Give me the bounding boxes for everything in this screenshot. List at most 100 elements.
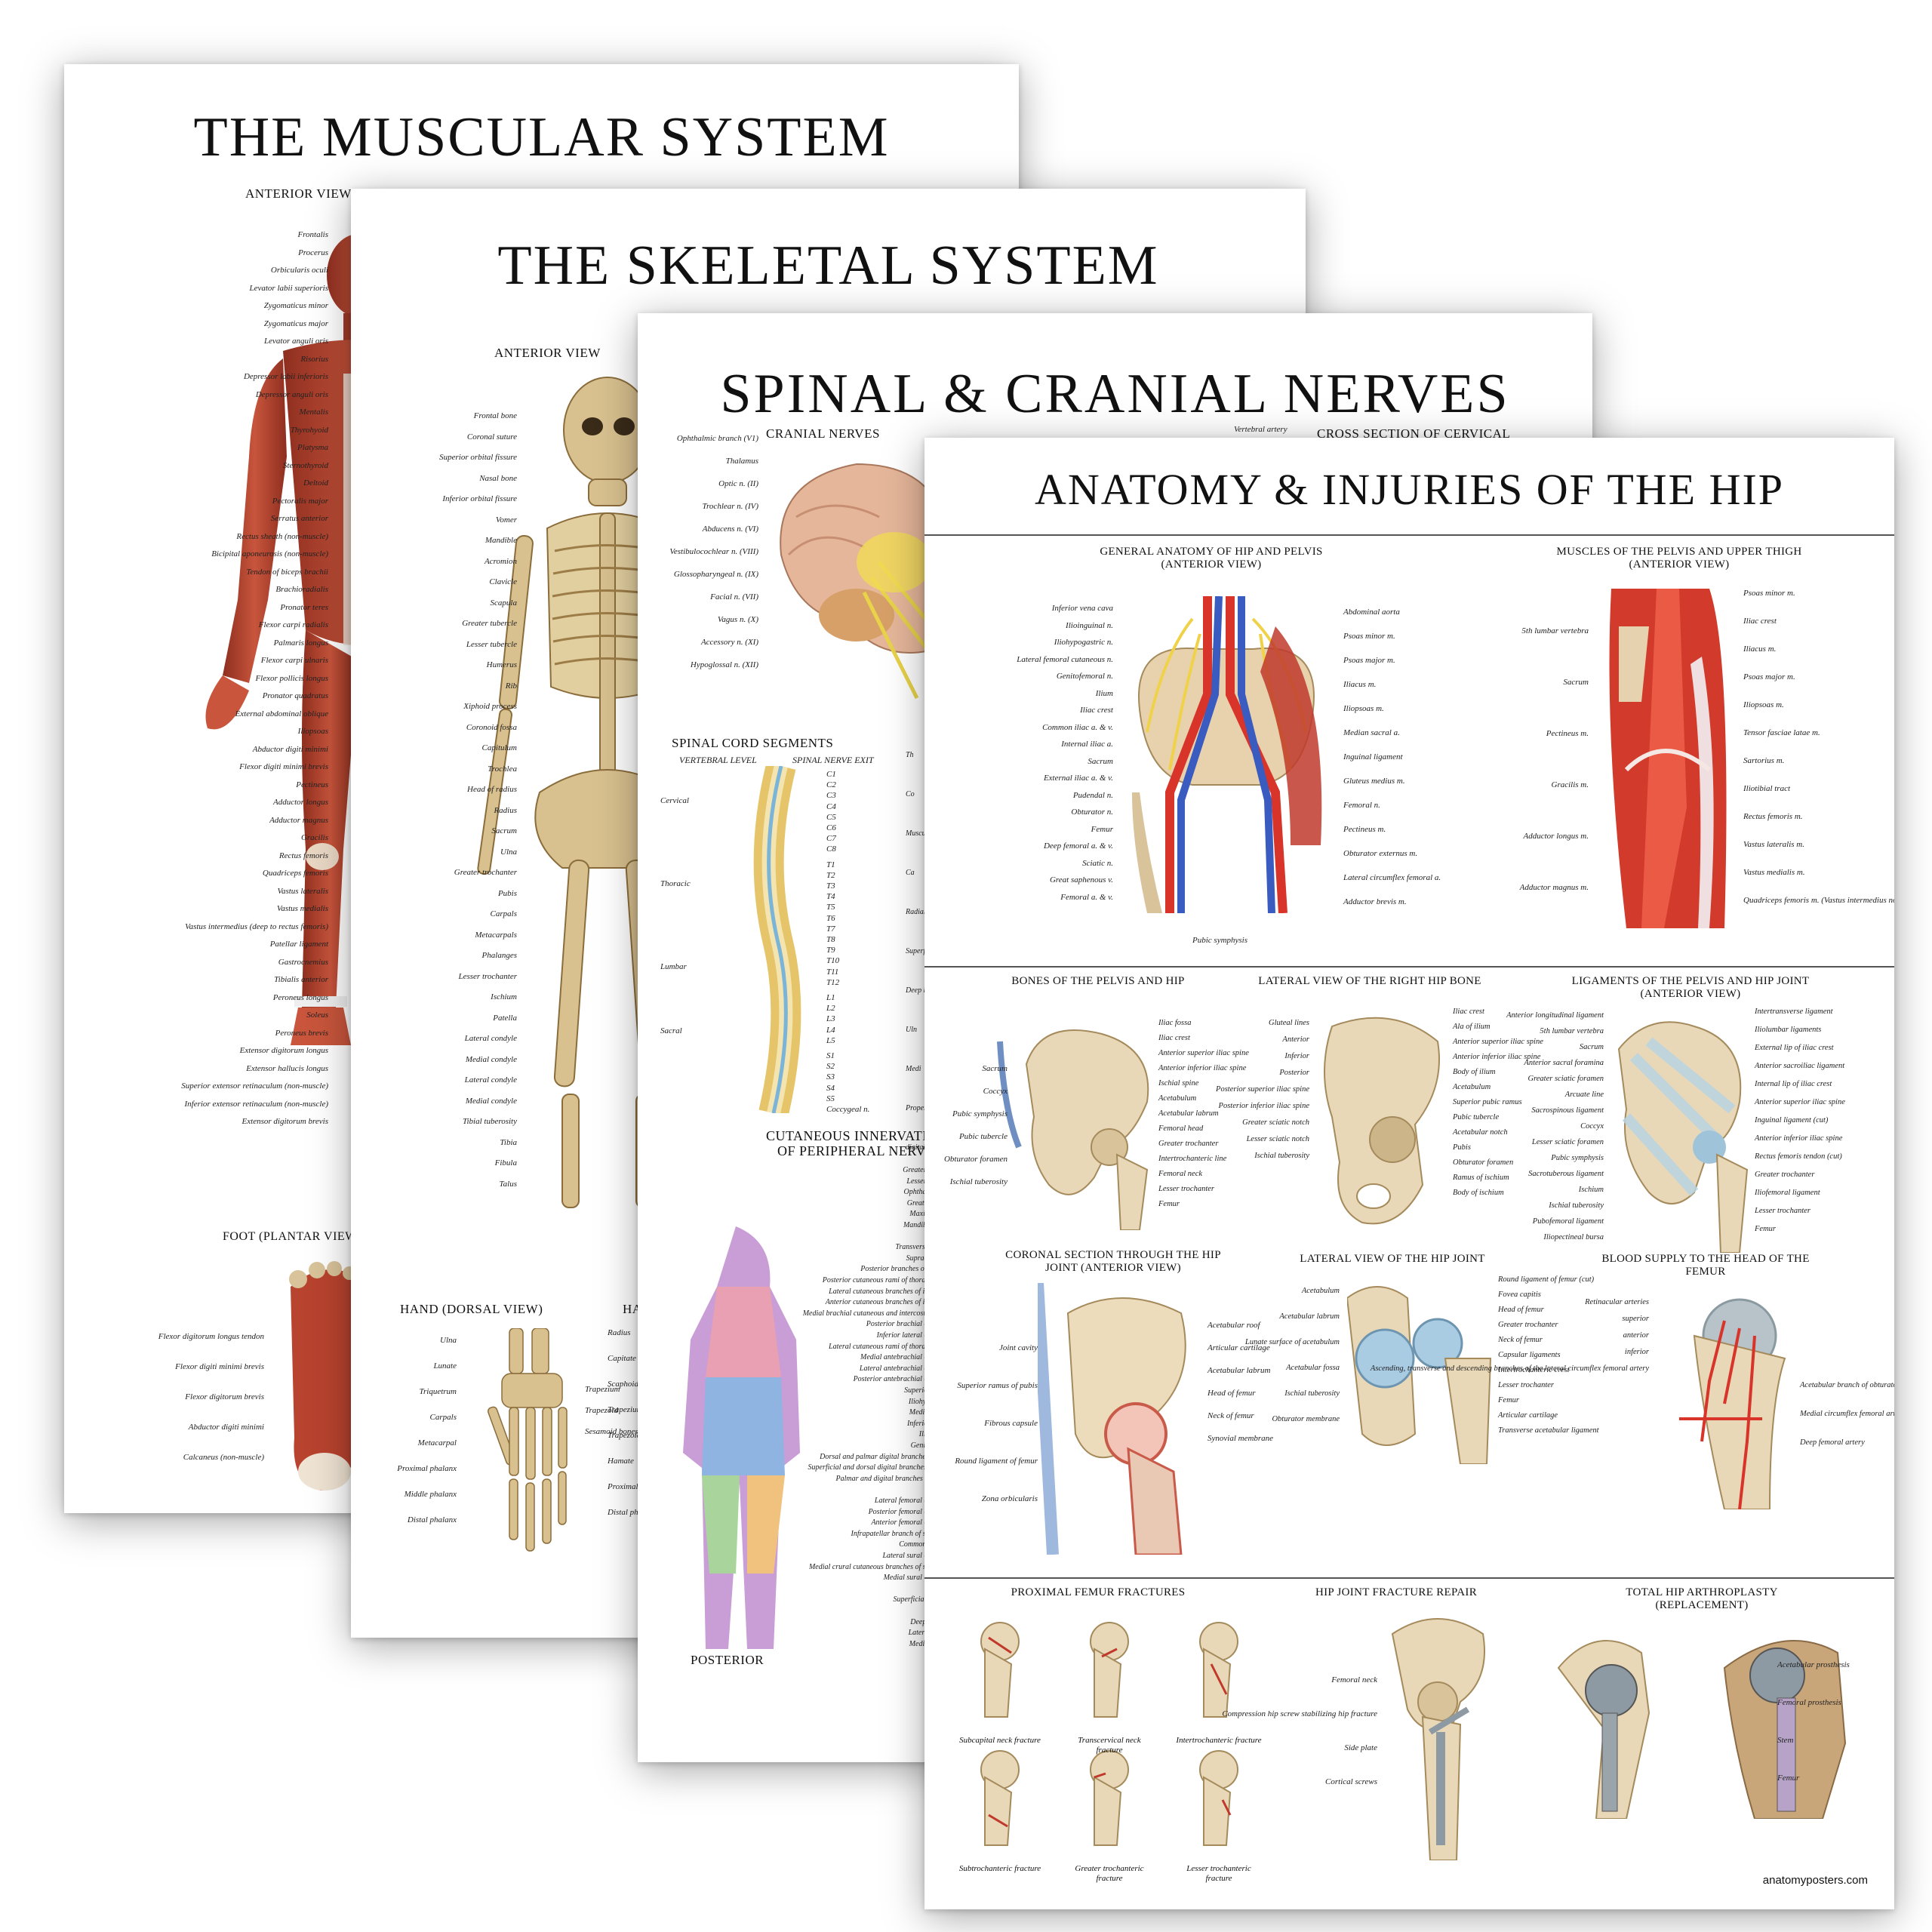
hand-bone-label: Capitate [608, 1354, 636, 1363]
bone-label: Greater trochanter [454, 868, 517, 877]
muscle-label: Vastus medialis [276, 904, 328, 913]
cross-section-heading: CROSS SECTION OF CERVICAL [1317, 426, 1511, 441]
muscle-label: Palmaris longus [273, 638, 328, 648]
bone-label: Pubis [497, 888, 517, 898]
bone-label: Anterior superior iliac spine [1453, 1038, 1543, 1046]
anatomy-label: Great saphenous v. [1049, 875, 1113, 884]
ligament-label: Internal lip of iliac crest [1755, 1080, 1832, 1088]
hand-bone-label: Middle phalanx [404, 1490, 457, 1499]
anatomy-label: Median sacral a. [1343, 728, 1400, 737]
lateral-bone-heading: LATERAL VIEW OF THE RIGHT HIP BONE [1258, 975, 1481, 987]
spinal-nerve-level-label: T1 [826, 860, 835, 869]
muscle-label: Vastus lateralis m. [1743, 840, 1804, 849]
anatomy-label: Obturator n. [1071, 808, 1113, 817]
muscle-label: Iliopsoas [297, 727, 328, 736]
cranial-nerve-label: Facial n. (VII) [710, 592, 758, 601]
coronal-heading: CORONAL SECTION THROUGH THE HIP JOINT (A… [1005, 1249, 1221, 1274]
hand-bone-label: Trapezium [608, 1405, 643, 1414]
bone-label: Radius [494, 805, 517, 815]
ligament-label: Pubic symphysis [1551, 1154, 1604, 1162]
cutaneous-nerve-label: Palmar and digital branches of median n. [835, 1474, 963, 1483]
divider-top [924, 534, 1894, 536]
spinal-nerve-level-label: C7 [826, 834, 836, 844]
fracture-repair-illustration [1391, 1618, 1485, 1860]
joint-label: Lesser trochanter [1498, 1381, 1554, 1389]
ligament-label: Anterior longitudinal ligament [1506, 1011, 1604, 1020]
artery-label: superior [1622, 1315, 1649, 1323]
bone-label: Lateral condyle [464, 1075, 517, 1084]
spinal-nerve-level-label: S3 [826, 1072, 835, 1082]
poster-title: ANATOMY & INJURIES OF THE HIP [1034, 465, 1785, 514]
bone-label: Carpals [490, 909, 517, 918]
muscle-label: Brachioradialis [275, 585, 328, 594]
artery-label: anterior [1623, 1331, 1649, 1340]
joint-label: Neck of femur [1498, 1336, 1543, 1344]
anatomy-label: Iliopsoas m. [1343, 704, 1384, 713]
muscle-label: Adductor magnus [269, 815, 328, 825]
anatomy-label: Obturator externus m. [1343, 849, 1418, 858]
bone-label: Medial condyle [465, 1054, 517, 1064]
spinal-nerve-level-label: C5 [826, 812, 836, 822]
muscle-label: Rectus femoris [278, 851, 328, 860]
ligament-label: Sacrotuberous ligament [1528, 1170, 1604, 1178]
bone-label: Coronoid fossa [466, 722, 517, 732]
muscle-label: Iliotibial tract [1743, 784, 1791, 793]
joint-label: Acetabular fossa [1286, 1364, 1340, 1372]
arthroplasty-label: Femoral prosthesis [1777, 1698, 1841, 1707]
muscle-label: Iliacus m. [1743, 645, 1777, 654]
muscle-label: External abdominal oblique [235, 709, 328, 718]
muscle-label: Rectus femoris m. [1743, 812, 1803, 821]
bone-label: Femur [1158, 1200, 1180, 1208]
ligament-label: Sacrum [1579, 1043, 1604, 1051]
joint-label: Fibrous capsule [984, 1419, 1038, 1428]
ligament-label: Arcuate line [1564, 1091, 1604, 1099]
muscle-label: Gracilis m. [1551, 780, 1589, 789]
muscle-label: Gastrocnemius [278, 957, 328, 967]
spinal-nerve-level-label: C1 [826, 770, 836, 779]
bone-label: Posterior superior iliac spine [1216, 1085, 1309, 1094]
bone-label: Frontal bone [473, 411, 517, 420]
ligament-label: Intertransverse ligament [1755, 1008, 1833, 1016]
anatomy-label: Sciatic n. [1082, 858, 1113, 868]
muscle-label: Psoas minor m. [1743, 589, 1795, 598]
brain-illustration [780, 463, 947, 700]
artery-label: Medial circumflex femoral artery [1800, 1410, 1894, 1418]
muscle-label: Vastus medialis m. [1743, 868, 1805, 877]
hand-bone-label: Trapezoid [608, 1431, 641, 1440]
muscle-label: Thyrohyoid [290, 425, 328, 435]
muscle-label: Zygomaticus minor [263, 301, 328, 310]
bone-label: Mandible [485, 536, 517, 545]
nerve-label: Co [906, 790, 915, 798]
hand-skeleton-illustration [488, 1328, 568, 1552]
bone-label: Femoral head [1158, 1124, 1204, 1133]
muscle-label: Platysma [297, 443, 328, 452]
coronal-section-illustration [1038, 1283, 1186, 1555]
joint-label: Joint cavity [998, 1343, 1038, 1352]
foot-illustration [289, 1261, 368, 1491]
muscle-label: Pectoralis major [272, 496, 328, 506]
ligaments-heading: LIGAMENTS OF THE PELVIS AND HIP JOINT (A… [1571, 975, 1810, 1000]
anatomy-label: Iliohypogastric n. [1054, 638, 1113, 647]
footer-url: anatomyposters.com [1762, 1874, 1868, 1887]
spine-region-label: Lumbar [660, 962, 687, 971]
joint-label: Neck of femur [1208, 1411, 1254, 1420]
anatomy-label: Iliacus m. [1343, 680, 1377, 689]
blood-supply-illustration [1679, 1298, 1786, 1509]
bone-label: Pubic symphysis [952, 1109, 1008, 1118]
joint-label: Capsular ligaments [1498, 1351, 1561, 1359]
joint-label: Articular cartilage [1498, 1411, 1558, 1420]
hand-view-heading-2: HA [623, 1302, 642, 1316]
muscle-label: 5th lumbar vertebra [1521, 626, 1589, 635]
anatomy-label: Femoral n. [1343, 801, 1380, 810]
ligament-label: Greater trochanter [1755, 1171, 1815, 1179]
bone-label: Lesser trochanter [1158, 1185, 1214, 1193]
ligament-label: Femur [1755, 1225, 1776, 1233]
anatomy-label: Pectineus m. [1343, 825, 1386, 834]
bone-label: Tibial tuberosity [462, 1117, 517, 1126]
muscle-label: Iliac crest [1743, 617, 1777, 626]
cutaneous-nerve-label: Lateral antebrachial cutaneous n. [859, 1364, 962, 1373]
muscle-label: Serratus anterior [270, 514, 328, 523]
foot-view-heading: FOOT (PLANTAR VIEW) [223, 1230, 361, 1243]
bone-label: Intertrochanteric line [1158, 1155, 1227, 1163]
spinal-nerve-level-label: C4 [826, 801, 836, 811]
